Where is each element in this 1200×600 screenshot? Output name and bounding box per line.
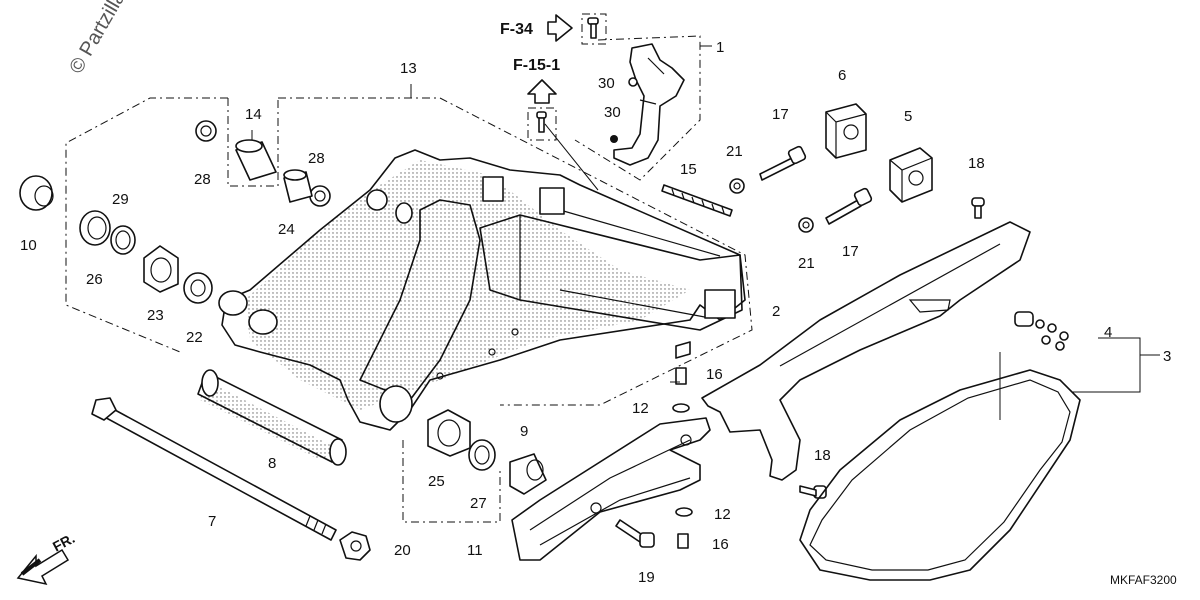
callout-2[interactable]: 2 [772,303,780,320]
block-part-5 [889,147,933,203]
callout-12a[interactable]: 12 [632,400,649,417]
nut-30a [628,77,638,87]
leader-lines [251,45,1160,420]
bolt-f151 [527,107,557,141]
washer-12b [675,507,693,517]
watermark: © Partzilla [65,0,130,78]
axle-part-7 [91,397,337,541]
rod-part-15 [661,184,733,217]
pipe-part-8 [197,369,347,466]
bolt-16a [675,367,687,385]
callout-12b[interactable]: 12 [714,506,731,523]
callout-14[interactable]: 14 [245,106,262,123]
callout-22[interactable]: 22 [186,329,203,346]
callout-25[interactable]: 25 [428,473,445,490]
bolt-top-f34 [581,13,607,45]
chain-guard-part-2 [701,221,1031,481]
callout-26[interactable]: 26 [86,271,103,288]
ref-f34-label[interactable]: F-34 [500,21,533,38]
seal-part-26 [79,210,111,246]
bolt-16b [677,533,689,549]
callout-18b[interactable]: 18 [814,447,831,464]
bracket-part-1 [574,35,701,181]
front-label: FR. [50,530,77,555]
callout-28a[interactable]: 28 [194,171,211,188]
ref-arrow-f34 [547,14,573,42]
bolt-part-17a [759,145,807,181]
callout-21b[interactable]: 21 [798,255,815,272]
callout-7[interactable]: 7 [208,513,216,530]
callout-17b[interactable]: 17 [842,243,859,260]
callout-27[interactable]: 27 [470,495,487,512]
seal-28b [309,185,331,207]
callout-numbers: 1 2 3 4 5 6 7 8 9 10 11 12 12 13 14 15 1… [20,39,1171,586]
bearing-part-24 [283,169,313,203]
callout-18a[interactable]: 18 [968,155,985,172]
callout-29[interactable]: 29 [112,191,129,208]
diagram-code: MKFAF3200 [1110,573,1177,587]
callout-8[interactable]: 8 [268,455,276,472]
nut-21b [798,217,814,233]
bolt-part-17b [825,187,873,225]
callout-4[interactable]: 4 [1104,324,1112,341]
ref-arrow-f151 [527,79,557,104]
nut-21a [729,178,745,194]
sleeve-part-14 [235,139,277,181]
bearing-part-23 [143,245,179,293]
bearing-part-22 [183,272,213,304]
callout-16a[interactable]: 16 [706,366,723,383]
collar-part-9 [509,453,547,495]
callout-30a[interactable]: 30 [598,75,615,92]
master-link-part-4 [1014,311,1069,351]
callout-20[interactable]: 20 [394,542,411,559]
callout-9[interactable]: 9 [520,423,528,440]
callout-1[interactable]: 1 [716,39,724,56]
callout-19[interactable]: 19 [638,569,655,586]
bearing-part-25 [427,409,471,457]
seal-28a [195,120,217,142]
slider-part-11 [511,417,711,561]
callout-10[interactable]: 10 [20,237,37,254]
dash-bracket-25-27 [402,440,501,523]
callout-16b[interactable]: 16 [712,536,729,553]
callout-13[interactable]: 13 [400,60,417,77]
drive-chain-part-3 [799,369,1081,581]
ref-f151-label[interactable]: F-15-1 [513,57,560,74]
washer-12a [672,403,690,413]
callout-11[interactable]: 11 [467,542,483,559]
callout-15[interactable]: 15 [680,161,697,178]
callout-17a[interactable]: 17 [772,106,789,123]
callout-5[interactable]: 5 [904,108,912,125]
bolt-18a [971,197,985,219]
ring-part-29 [110,225,136,255]
callout-30b[interactable]: 30 [604,104,621,121]
callout-24[interactable]: 24 [278,221,295,238]
nut-part-20 [339,531,371,561]
callout-3[interactable]: 3 [1163,348,1171,365]
front-arrow-icon [16,548,70,586]
seal-part-27 [468,439,496,471]
nut-30b [610,135,618,143]
callout-28b[interactable]: 28 [308,150,325,167]
collar-part-10 [19,175,54,211]
callout-21a[interactable]: 21 [726,143,743,160]
callout-6[interactable]: 6 [838,67,846,84]
swingarm-part-13 [65,97,753,431]
callout-23[interactable]: 23 [147,307,164,324]
bolt-part-19 [615,519,655,548]
block-part-6 [825,103,867,159]
